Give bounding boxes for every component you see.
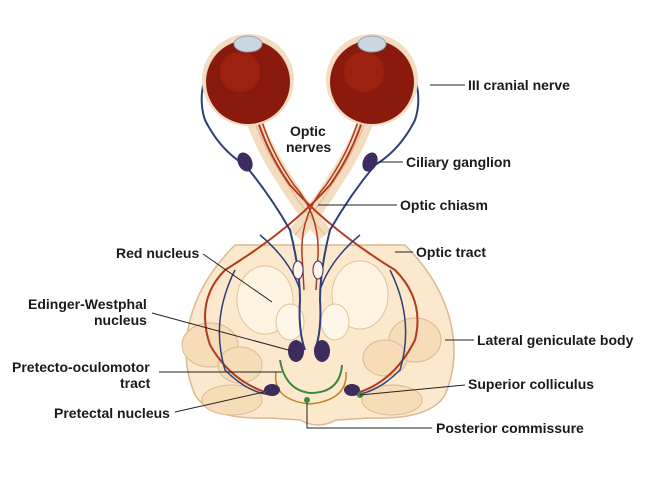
label-edinger-westphal-line2: nucleus [94, 312, 147, 328]
midbrain [181, 244, 455, 426]
labels: III cranial nerve Optic nerves Ciliary g… [12, 77, 634, 436]
label-posterior-commissure: Posterior commissure [436, 420, 584, 436]
lens-right [357, 35, 387, 53]
lens-left [233, 35, 263, 53]
label-edinger-westphal-line1: Edinger-Westphal [28, 296, 147, 312]
eyeball-right [326, 34, 418, 126]
label-pretectal-nucleus: Pretectal nucleus [54, 405, 170, 421]
label-pretecto-oculomotor-line2: tract [120, 375, 151, 391]
label-lateral-geniculate-body: Lateral geniculate body [477, 332, 634, 348]
label-superior-colliculus: Superior colliculus [468, 376, 594, 392]
label-optic-nerves-line2: nerves [286, 139, 331, 155]
label-pretecto-oculomotor-line1: Pretecto-oculomotor [12, 359, 150, 375]
edinger-westphal-nucleus-left [288, 340, 304, 362]
label-ciliary-ganglion: Ciliary ganglion [406, 154, 511, 170]
red-nucleus-right [320, 303, 350, 341]
label-optic-tract: Optic tract [416, 244, 486, 260]
ciliary-ganglion-left [237, 152, 253, 172]
ciliary-ganglion-right [362, 152, 378, 172]
optic-tract [204, 99, 419, 393]
label-red-nucleus: Red nucleus [116, 245, 199, 261]
label-iii-cranial-nerve: III cranial nerve [468, 77, 570, 93]
red-nucleus-left [275, 303, 305, 341]
posterior-commissure-dot [304, 397, 310, 403]
label-optic-nerves-line1: Optic [290, 123, 326, 139]
leader-lines [151, 84, 474, 429]
iii-cranial-nerve [200, 54, 420, 396]
eyeball-left [202, 34, 294, 126]
pretectal-nucleus-left [264, 384, 280, 396]
label-optic-chiasm: Optic chiasm [400, 197, 488, 213]
pretectal-nucleus-right [344, 384, 360, 396]
edinger-westphal-nucleus-right [314, 340, 330, 362]
